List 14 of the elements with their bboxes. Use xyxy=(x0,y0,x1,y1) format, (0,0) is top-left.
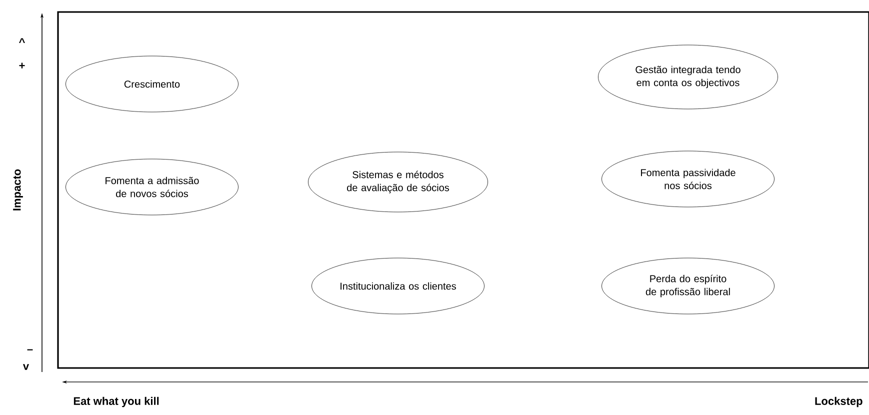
axis-mark: v xyxy=(23,364,30,370)
ellipse-node: Gestão integrada tendo em conta os objectivos xyxy=(598,44,778,110)
axis-mark: ^ xyxy=(19,38,25,44)
ellipse-node: Institucionaliza os clientes xyxy=(312,258,484,314)
axis-title: Eat what you kill xyxy=(74,396,159,408)
axis-mark: – xyxy=(27,349,33,350)
axis-mark: + xyxy=(19,62,25,68)
ellipse-node: Sistemas e métodos de avaliação de sócios xyxy=(308,152,488,212)
ellipse-node: Fomenta passividade nos sócios xyxy=(602,150,774,208)
ellipse-node: Perda do espírito de profissão liberal xyxy=(602,258,774,314)
axis-title: Lockstep xyxy=(815,396,862,408)
ellipse-node: Crescimento xyxy=(66,56,238,112)
ellipse-node: Fomenta a admissão de novos sócios xyxy=(66,158,238,216)
axis-title: Impacto xyxy=(13,169,23,210)
